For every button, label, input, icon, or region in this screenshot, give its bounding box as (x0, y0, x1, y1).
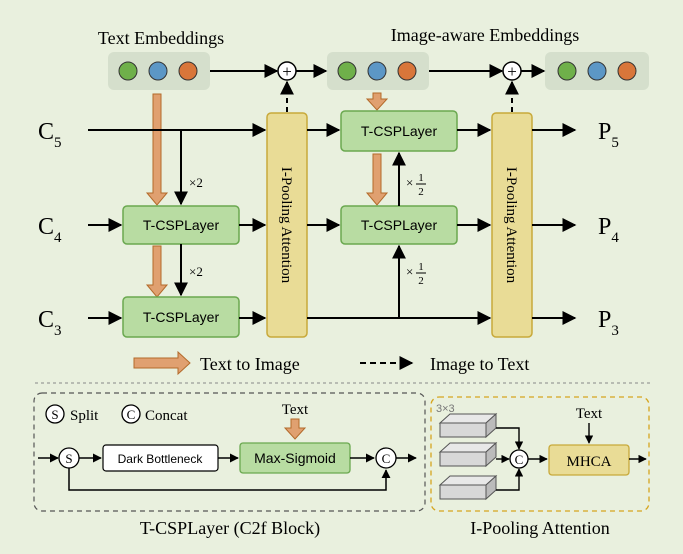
i-pooling-attention-left-label: I-Pooling Attention (278, 167, 294, 284)
legend-text-to-image-swatch (133, 350, 191, 376)
csp-text-input-label: Text (282, 402, 309, 418)
downsample-label-2: × (406, 175, 413, 190)
add-op-1-symbol: + (282, 62, 292, 81)
t-csplayer-caption: T-CSPLayer (C2f Block) (140, 518, 320, 539)
pooled-feature-slab-3 (438, 474, 498, 501)
text-to-image-arrow-c3 (145, 245, 169, 298)
split-legend-label: Split (70, 408, 99, 424)
text-embeddings-panel (108, 52, 210, 90)
split-legend-icon (45, 404, 65, 424)
i-pooling-caption: I-Pooling Attention (470, 518, 610, 538)
i-pooling-detail-box (430, 396, 650, 512)
downsample-label-2-num: 1 (418, 172, 424, 184)
input-c5: C5 (38, 119, 62, 151)
concat-legend-icon (121, 404, 141, 424)
csp-text-to-image-arrow (283, 418, 307, 440)
concat-legend-symbol: C (127, 407, 136, 422)
upsample-label-2: ×2 (189, 264, 203, 279)
embedding-dot-blue (148, 61, 168, 81)
t-csplayer-detail-box (33, 392, 426, 512)
downsample-label-2-den: 2 (418, 186, 424, 198)
mhca-block (548, 444, 630, 476)
t-csplayer-mid-bottom-label: T-CSPLayer (361, 217, 438, 233)
max-sigmoid-label: Max-Sigmoid (254, 450, 336, 466)
downsample-label-1-den: 2 (418, 275, 424, 287)
split-node-symbol: S (65, 451, 72, 466)
upsample-label-1: ×2 (189, 175, 203, 190)
embedding-dot-orange (397, 61, 417, 81)
text-embeddings-label: Text Embeddings (98, 28, 224, 48)
text-to-image-arrow-c4 (145, 93, 169, 206)
embedding-dot-green (557, 61, 577, 81)
i-pooling-attention-right-label: I-Pooling Attention (503, 167, 519, 284)
t-csplayer-c4-label: T-CSPLayer (143, 217, 220, 233)
kernel-size-label: 3×3 (436, 403, 455, 415)
dark-bottleneck-label: Dark Bottleneck (118, 452, 204, 466)
legend-text-to-image-label: Text to Image (200, 354, 300, 374)
text-to-image-arrow-mid-bottom (365, 153, 389, 206)
t-csplayer-mid-top-label: T-CSPLayer (361, 123, 438, 139)
pooled-feature-slab-1 (438, 412, 498, 439)
embedding-dot-green (118, 61, 138, 81)
embedding-dot-blue (367, 61, 387, 81)
csp-skip-connection (68, 468, 391, 491)
image-aware-embeddings-panel-1 (327, 52, 429, 90)
concat-legend-label: Concat (145, 408, 188, 424)
t-csplayer-c3-label: T-CSPLayer (143, 309, 220, 325)
downsample-label-1-num: 1 (418, 261, 424, 273)
add-op-2-symbol: + (507, 62, 517, 81)
embedding-dot-green (337, 61, 357, 81)
output-p3: P3 (598, 307, 619, 339)
concat-node-symbol: C (382, 451, 391, 466)
ipool-concat-arrow-top (496, 427, 524, 450)
embedding-dot-orange (617, 61, 637, 81)
downsample-label-1: × (406, 264, 413, 279)
split-legend-symbol: S (51, 407, 58, 422)
ipool-concat-symbol: C (515, 452, 524, 467)
embedding-dot-blue (587, 61, 607, 81)
image-aware-embeddings-label: Image-aware Embeddings (391, 25, 579, 45)
input-c4: C4 (38, 214, 62, 246)
output-p5: P5 (598, 119, 619, 151)
mhca-label: MHCA (566, 454, 611, 470)
legend-image-to-text-label: Image to Text (430, 354, 529, 374)
image-aware-embeddings-panel-2 (545, 52, 649, 90)
pooled-feature-slab-2 (438, 441, 498, 468)
output-p4: P4 (598, 214, 619, 246)
ipool-concat-arrow-bottom (496, 468, 524, 491)
ipool-text-label: Text (576, 406, 603, 422)
text-to-image-arrow-mid-top (365, 92, 389, 111)
embedding-dot-orange (178, 61, 198, 81)
input-c3: C3 (38, 307, 62, 339)
